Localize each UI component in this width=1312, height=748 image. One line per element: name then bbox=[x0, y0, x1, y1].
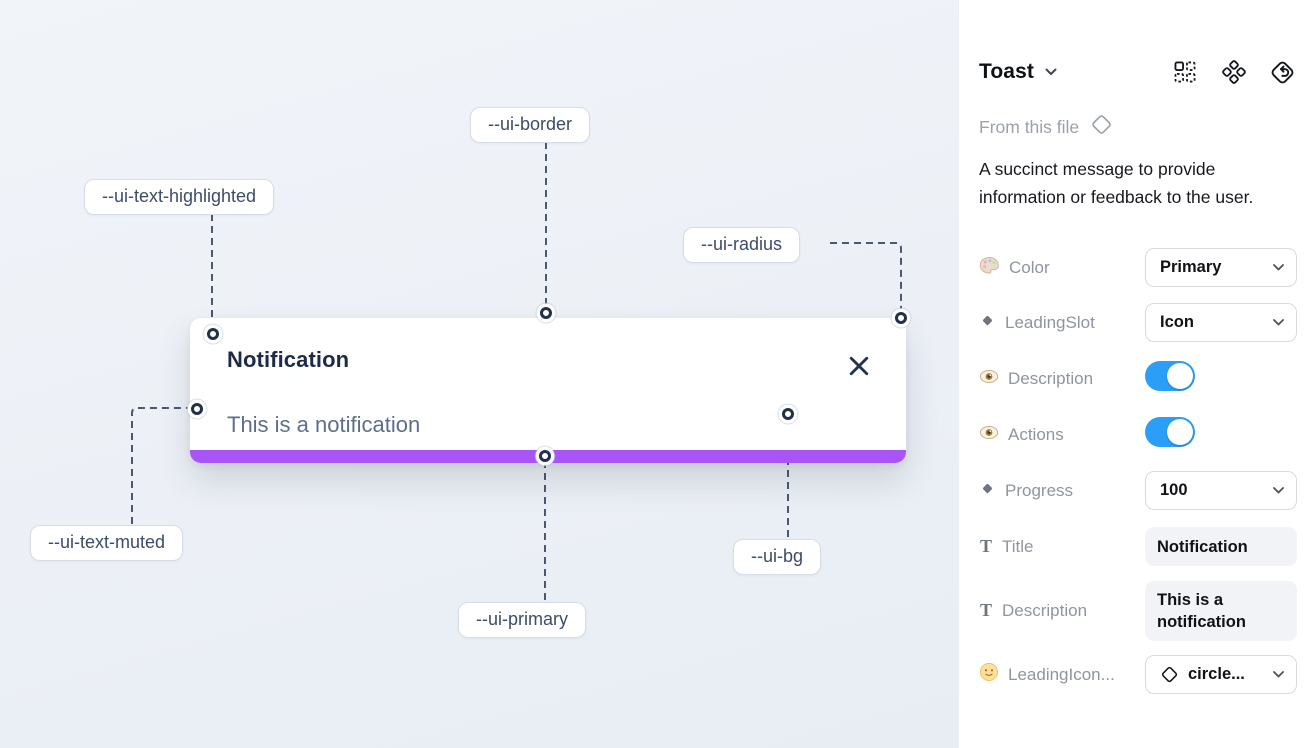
prop-row-description-toggle: Description bbox=[979, 359, 1297, 398]
palette-icon bbox=[979, 256, 1000, 280]
toast-close-button[interactable] bbox=[848, 356, 870, 378]
connector-dot-radius bbox=[895, 312, 907, 324]
actions-toggle[interactable] bbox=[1145, 417, 1195, 447]
title-input[interactable]: Notification bbox=[1145, 527, 1297, 566]
prop-label-color: Color bbox=[979, 256, 1050, 280]
toggle-knob bbox=[1167, 363, 1193, 389]
connector-dot-border bbox=[540, 307, 552, 319]
panel-header: Toast bbox=[979, 55, 1296, 89]
prop-row-actions-toggle: Actions bbox=[979, 415, 1297, 454]
eye-icon bbox=[979, 369, 999, 389]
description-toggle[interactable] bbox=[1145, 361, 1195, 391]
text-type-icon: T bbox=[979, 600, 992, 620]
progress-dropdown[interactable]: 100 bbox=[1145, 471, 1297, 510]
var-label-ui-border: --ui-border bbox=[470, 107, 591, 143]
variant-diamond-icon bbox=[979, 480, 996, 502]
var-label-ui-bg: --ui-bg bbox=[733, 539, 822, 575]
connector-dot-primary bbox=[539, 450, 551, 462]
toggle-knob bbox=[1167, 419, 1193, 445]
prop-row-description-field: T Description This is a notification bbox=[979, 580, 1297, 641]
connector-dot-bg bbox=[782, 408, 794, 420]
chevron-down-icon[interactable] bbox=[1045, 68, 1057, 76]
toast-preview: Notification This is a notification bbox=[190, 318, 906, 463]
prop-label-progress: Progress bbox=[979, 480, 1073, 502]
chevron-down-icon bbox=[1273, 319, 1284, 326]
leading-icon-dropdown[interactable]: circle... bbox=[1145, 655, 1297, 694]
var-label-ui-text-muted: --ui-text-muted bbox=[30, 525, 184, 561]
close-icon bbox=[849, 356, 869, 379]
prop-row-progress: Progress 100 bbox=[979, 471, 1297, 510]
chevron-down-icon bbox=[1273, 487, 1284, 494]
prop-row-title: T Title Notification bbox=[979, 527, 1297, 566]
prop-row-leading-slot: LeadingSlot Icon bbox=[979, 303, 1297, 342]
var-label-ui-radius: --ui-radius bbox=[683, 227, 801, 263]
chevron-down-icon bbox=[1273, 264, 1284, 271]
connector-dot-text-highlighted bbox=[207, 328, 219, 340]
leading-slot-dropdown[interactable]: Icon bbox=[1145, 303, 1297, 342]
chevron-down-icon bbox=[1273, 671, 1284, 678]
prop-label-title: T Title bbox=[979, 536, 1034, 556]
text-type-icon: T bbox=[979, 536, 992, 556]
properties-panel: Toast bbox=[958, 0, 1312, 748]
annotation-lines bbox=[131, 142, 902, 600]
source-row: From this file bbox=[979, 113, 1113, 141]
swap-instance-icon[interactable] bbox=[1269, 59, 1296, 86]
connector-dot-text-muted bbox=[191, 403, 203, 415]
description-input[interactable]: This is a notification bbox=[1145, 580, 1297, 641]
color-dropdown[interactable]: Primary bbox=[1145, 248, 1297, 287]
file-diamond-icon bbox=[1090, 113, 1113, 141]
variant-diamond-icon bbox=[979, 312, 996, 334]
line-text-muted bbox=[131, 407, 188, 524]
prop-label-description-toggle: Description bbox=[979, 369, 1093, 389]
var-label-ui-primary: --ui-primary bbox=[458, 602, 586, 638]
prop-label-leading-slot: LeadingSlot bbox=[979, 312, 1095, 334]
var-label-ui-text-highlighted: --ui-text-highlighted bbox=[84, 179, 275, 215]
prop-label-actions-toggle: Actions bbox=[979, 425, 1064, 445]
prop-label-leading-icon: LeadingIcon... bbox=[979, 662, 1115, 687]
icon-diamond-icon bbox=[1160, 665, 1179, 684]
components-icon[interactable] bbox=[1220, 59, 1247, 86]
prop-row-leading-icon: LeadingIcon... circle... bbox=[979, 655, 1297, 694]
instance-grid-icon[interactable] bbox=[1171, 59, 1198, 86]
toast-description: This is a notification bbox=[227, 412, 421, 437]
source-label: From this file bbox=[979, 116, 1080, 137]
prop-label-description-field: T Description bbox=[979, 600, 1088, 620]
component-description: A succinct message to provide informatio… bbox=[979, 159, 1254, 207]
prop-row-color: Color Primary bbox=[979, 248, 1297, 287]
component-title: Toast bbox=[979, 60, 1034, 83]
canvas: Notification This is a notification --ui… bbox=[0, 0, 958, 748]
line-radius bbox=[830, 242, 902, 309]
smiley-icon bbox=[979, 662, 999, 687]
toast-title: Notification bbox=[227, 347, 350, 372]
eye-icon bbox=[979, 425, 999, 445]
